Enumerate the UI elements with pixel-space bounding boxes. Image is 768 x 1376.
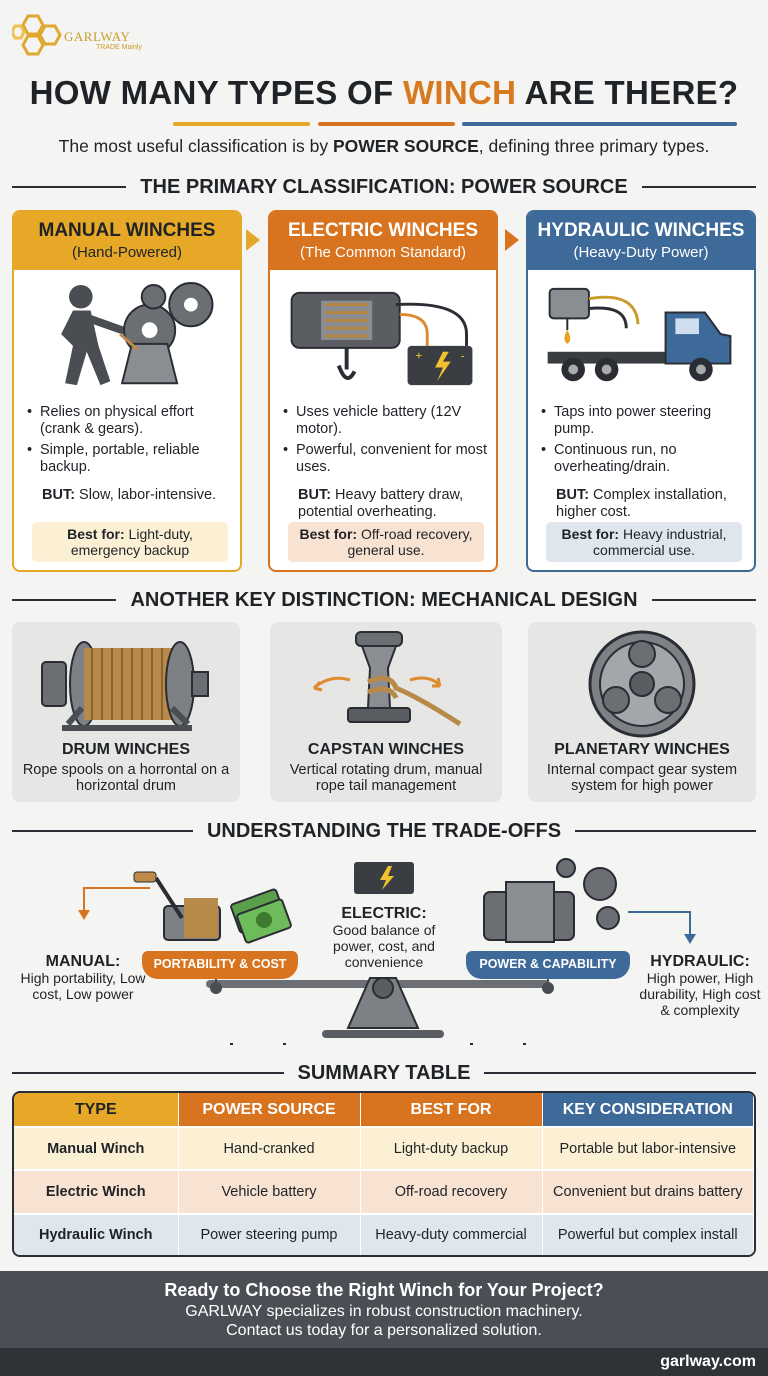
table-header-row: TYPE POWER SOURCE BEST FOR KEY CONSIDERA… [14,1093,754,1127]
card-header: HYDRAULIC WINCHES (Heavy-Duty Power) [528,212,754,270]
arrow-right-icon [505,229,519,251]
manual-best-for: Best for: Light-duty, emergency backup [32,522,228,562]
power-capability-pan: POWER & CAPABILITY [466,951,630,979]
section-heading-trade-offs: UNDERSTANDING THE TRADE-OFFS [0,818,768,844]
brand-logo [10,12,142,64]
cta-line-1: GARLWAY specializes in robust constructi… [185,1303,583,1320]
brand-tagline: TRADE Mainly [96,44,142,51]
website-link[interactable]: garlway.com [660,1353,756,1370]
drum-winch-desc: Rope spools on a horrontal on a horizont… [22,762,230,794]
footer-cta: Ready to Choose the Right Winch for Your… [0,1271,768,1348]
section-heading-power-source: THE PRIMARY CLASSIFICATION: POWER SOURCE [0,174,768,200]
table-row: Electric Winch Vehicle battery Off-road … [14,1169,754,1214]
drum-winch-card: DRUM WINCHES Rope spools on a horrontal … [12,622,240,802]
portability-cost-pan: PORTABILITY & COST [142,951,298,979]
svg-text:-: - [461,350,465,363]
table-cell: Hydraulic Winch [14,1212,179,1255]
table-cell: Electric Winch [14,1169,179,1214]
table-row: Manual Winch Hand-cranked Light-duty bac… [14,1125,754,1171]
table-cell: Off-road recovery [360,1169,543,1214]
planetary-winch-title: PLANETARY WINCHES [554,741,730,758]
electric-winch-battery-icon: + - [290,291,473,386]
table-cell: Light-duty backup [360,1125,543,1171]
section-heading-summary-table: SUMMARY TABLE [0,1060,768,1086]
svg-text:+: + [415,350,422,363]
drum-winch-icon [41,641,209,731]
balance-scale-icon [78,858,696,1045]
capstan-winch-desc: Vertical rotating drum, manual rope tail… [289,762,483,794]
electric-winch-card: ELECTRIC WINCHES (The Common Standard) +… [268,210,498,572]
manual-tradeoff-label: MANUAL:High portability, Low cost, Low p… [20,953,146,1003]
capstan-winch-icon [312,631,462,727]
section-heading-mechanical-design: ANOTHER KEY DISTINCTION: MECHANICAL DESI… [0,587,768,613]
arrow-right-icon [246,229,260,251]
table-cell: Power steering pump [178,1212,361,1255]
manual-winch-card: MANUAL WINCHES (Hand-Powered) Relies on … [12,210,242,572]
title-rule-blue [462,122,737,126]
electric-bullets: Uses vehicle battery (12V motor). Powerf… [282,404,488,480]
footer-bar: garlway.com [0,1348,768,1376]
electric-best-for: Best for: Off-road recovery, general use… [288,522,484,562]
planetary-winch-card: PLANETARY WINCHES Internal compact gear … [528,622,756,802]
hydraulic-bullets: Taps into power steering pump. Continuou… [540,404,746,480]
table-cell: Hand-cranked [178,1125,361,1171]
planetary-gear-icon [588,630,696,738]
card-header: ELECTRIC WINCHES (The Common Standard) [270,212,496,270]
hydraulic-tradeoff-label: HYDRAULIC:High power, High durability, H… [639,953,761,1019]
hand-crank-winch-icon [61,282,214,386]
electric-tradeoff-label: ELECTRIC:Good balance of power, cost, an… [332,905,436,971]
title-rule-orange [318,122,455,126]
cta-heading: Ready to Choose the Right Winch for Your… [164,1280,604,1300]
table-cell: Heavy-duty commercial [360,1212,543,1255]
electric-drawback: BUT: Heavy battery draw, potential overh… [298,487,464,520]
manual-bullets: Relies on physical effort (crank & gears… [26,404,232,480]
table-cell: Portable but labor-intensive [542,1125,754,1171]
hydraulic-winch-card: HYDRAULIC WINCHES (Heavy-Duty Power) Tap… [526,210,756,572]
column-header: BEST FOR [360,1093,543,1127]
cta-line-2: Contact us today for a personalized solu… [226,1322,542,1339]
table-cell: Convenient but drains battery [542,1169,754,1214]
capstan-winch-title: CAPSTAN WINCHES [307,741,465,758]
table-cell: Vehicle battery [178,1169,361,1214]
page-title: HOW MANY TYPES OF WINCH ARE THERE? [29,74,739,111]
brand-name: GARLWAY [64,29,131,44]
title-rule-yellow [173,122,310,126]
column-header: TYPE [14,1093,179,1127]
hydraulic-truck-icon [547,287,732,382]
column-header: KEY CONSIDERATION [542,1093,754,1127]
hydraulic-best-for: Best for: Heavy industrial, commercial u… [546,522,742,562]
summary-table: TYPE POWER SOURCE BEST FOR KEY CONSIDERA… [12,1091,756,1257]
page-subtitle: The most useful classification is by POW… [58,136,710,156]
hexagon-logo-icon [10,14,62,56]
manual-drawback: BUT: Slow, labor-intensive. [42,487,217,503]
table-row: Hydraulic Winch Power steering pump Heav… [14,1212,754,1255]
table-cell: Powerful but complex install [542,1212,754,1255]
card-header: MANUAL WINCHES (Hand-Powered) [14,212,240,270]
drum-winch-title: DRUM WINCHES [62,741,190,758]
capstan-winch-card: CAPSTAN WINCHES Vertical rotating drum, … [270,622,502,802]
column-header: POWER SOURCE [178,1093,361,1127]
table-cell: Manual Winch [14,1125,179,1171]
planetary-winch-desc: Internal compact gear system system for … [546,762,738,794]
hydraulic-drawback: BUT: Complex installation, higher cost. [556,487,727,520]
